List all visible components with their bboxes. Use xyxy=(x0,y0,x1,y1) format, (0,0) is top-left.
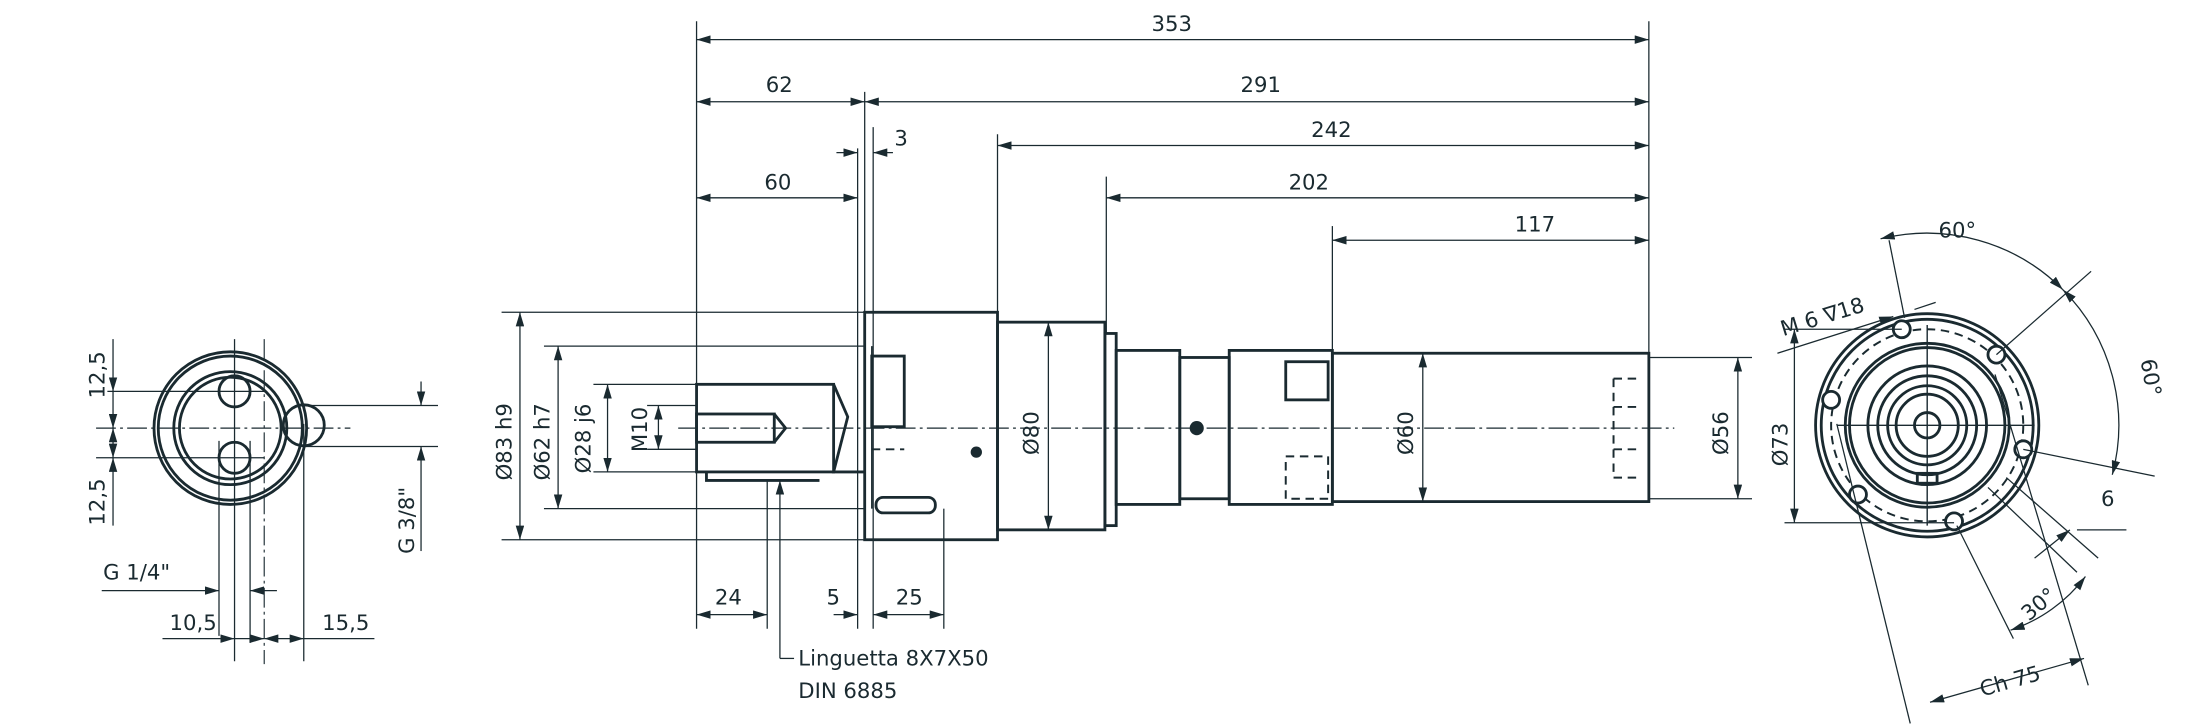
dim-3: 3 xyxy=(894,126,907,151)
bolt-hole xyxy=(1821,389,1842,410)
bolt-hole xyxy=(1848,484,1868,505)
angle-60-top: 60° xyxy=(1939,217,1977,242)
side-view: 353 62 291 3 242 60 202 117 Ø83 h9 Ø62 h… xyxy=(491,11,1752,703)
key-note-line2: DIN 6885 xyxy=(798,678,897,703)
dim-d56: Ø56 xyxy=(1708,411,1733,455)
front-view: Ø73 60° 60° M 6 ∇18 6 30° Ch 75 xyxy=(1767,217,2167,724)
tail-housing xyxy=(1330,351,1651,504)
lube-point xyxy=(970,446,982,458)
key-note-line1: Linguetta 8X7X50 xyxy=(798,645,988,670)
dim-12-5-bottom: 12,5 xyxy=(85,478,110,525)
dim-d62: Ø62 h7 xyxy=(530,403,555,480)
tapped-hole-m6: M 6 ∇18 xyxy=(1777,292,1867,341)
slot-width-6: 6 xyxy=(2101,486,2114,511)
dim-5: 5 xyxy=(827,585,840,610)
dim-12-5-top: 12,5 xyxy=(85,351,110,398)
dim-353: 353 xyxy=(1152,11,1192,36)
angle-30: 30° xyxy=(2016,582,2061,625)
dim-d60: Ø60 xyxy=(1393,411,1418,455)
port-g14-label: G 1/4" xyxy=(103,559,170,584)
thread-m10: M10 xyxy=(627,407,652,452)
dim-60: 60 xyxy=(764,169,791,194)
dim-117: 117 xyxy=(1515,212,1555,237)
dim-202: 202 xyxy=(1289,169,1329,194)
dim-10-5: 10,5 xyxy=(170,610,217,635)
bolt-hole xyxy=(1944,511,1964,532)
rear-view: 12,5 12,5 G 3/8" G 1/4" 10,5 15,5 xyxy=(85,339,438,665)
dim-24: 24 xyxy=(715,585,742,610)
dim-d83: Ø83 h9 xyxy=(491,403,516,480)
dim-d73: Ø73 xyxy=(1767,423,1792,467)
dim-d28: Ø28 j6 xyxy=(571,404,596,474)
dim-25: 25 xyxy=(896,585,923,610)
wrench-flat-ch75: Ch 75 xyxy=(1977,660,2043,701)
dim-62: 62 xyxy=(766,72,793,97)
keyway xyxy=(874,495,937,515)
port-g38-label: G 3/8" xyxy=(394,487,419,554)
dim-d80: Ø80 xyxy=(1018,411,1043,455)
dim-242: 242 xyxy=(1311,117,1351,142)
dim-291: 291 xyxy=(1241,72,1281,97)
bolt-holes xyxy=(1821,319,2034,532)
dim-15-5: 15,5 xyxy=(322,610,369,635)
angle-60-side: 60° xyxy=(2136,357,2167,398)
